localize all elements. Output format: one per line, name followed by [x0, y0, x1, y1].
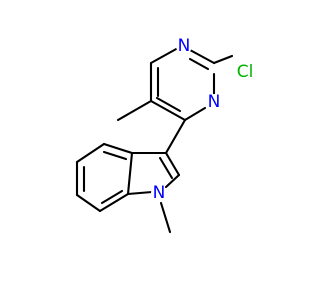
bond-n1-c2-inner	[188, 57, 210, 71]
bond-c2-n1	[164, 173, 181, 189]
bond-n3-c4	[183, 106, 207, 122]
bond-n1-methyl	[159, 201, 172, 234]
bond-c5-methyl	[116, 99, 153, 122]
atom-n-pyrimidine-top: N	[176, 36, 192, 56]
bond-c2-cl	[212, 54, 234, 65]
atom-n-indole: N	[151, 183, 167, 203]
bond-c7a-c3a	[126, 151, 134, 196]
atom-n-pyrimidine-right: N	[206, 92, 222, 112]
bond-c6-n1	[149, 46, 180, 65]
bond-c4-c5-inner	[155, 96, 182, 113]
bond-c7-c7a-inner	[100, 189, 124, 205]
atom-label: Cl	[237, 62, 254, 82]
bond-n1-c2	[188, 48, 216, 65]
atom-chlorine: Cl	[233, 62, 257, 82]
bond-c4-indole-c3	[164, 118, 187, 155]
bond-c6-c7	[75, 193, 102, 213]
bond-c3a-c4	[102, 142, 134, 155]
bond-c3-c2-inner	[158, 156, 174, 180]
pyrimidine-ring	[149, 46, 216, 122]
bond-c3a-c4-inner	[102, 150, 128, 161]
chemical-structure-diagram: N N Cl N	[75, 36, 257, 234]
bond-c7-c7a	[98, 192, 130, 213]
bond-n1-c7a	[126, 190, 154, 196]
indole-pyrrole-ring	[126, 151, 181, 196]
atom-label: N	[208, 92, 221, 112]
atom-label: N	[153, 183, 166, 203]
atom-label: N	[178, 36, 191, 56]
indole-benzene-ring	[75, 142, 134, 213]
bond-c3-c2	[164, 151, 181, 177]
bond-c4-c5	[149, 99, 187, 122]
bond-c4-c5	[75, 142, 106, 164]
